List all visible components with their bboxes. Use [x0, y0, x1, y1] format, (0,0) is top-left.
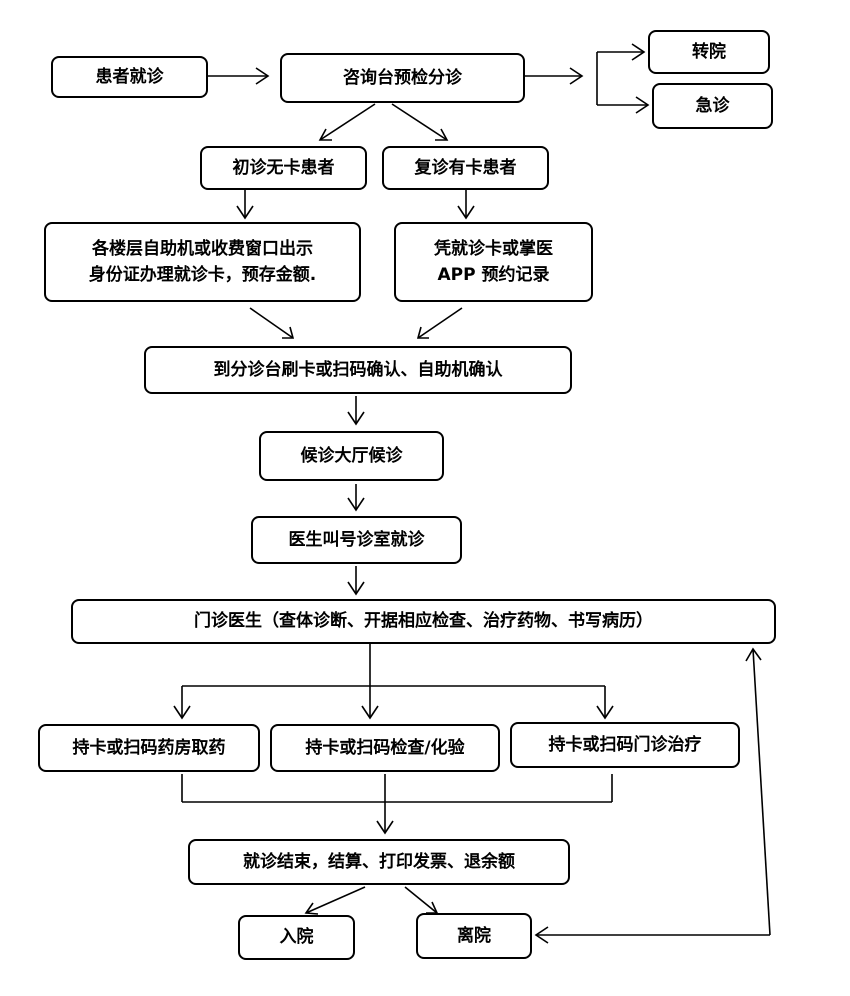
- node-triage-confirm: 到分诊台刷卡或扫码确认、自助机确认: [144, 346, 572, 394]
- node-transfer: 转院: [648, 30, 770, 74]
- node-admission: 入院: [238, 915, 355, 960]
- node-doctor-call: 医生叫号诊室就诊: [251, 516, 462, 564]
- arrow-to-admission: [305, 886, 366, 914]
- node-discharge: 离院: [416, 913, 532, 959]
- node-return-visit: 复诊有卡患者: [382, 146, 549, 190]
- node-first-visit: 初诊无卡患者: [200, 146, 367, 190]
- self-service-line-2: 身份证办理就诊卡，预存金额.: [88, 265, 317, 285]
- node-card-or-app: 凭就诊卡或掌医 APP 预约记录: [394, 222, 593, 302]
- node-outpatient-doctor: 门诊医生（查体诊断、开据相应检查、治疗药物、书写病历）: [71, 599, 776, 644]
- arrow-selfservice-to-triage: [249, 307, 294, 339]
- node-pharmacy: 持卡或扫码药房取药: [38, 724, 260, 772]
- arrow-card-to-triage: [417, 307, 463, 339]
- node-emergency: 急诊: [652, 83, 773, 129]
- node-consult-desk: 咨询台预检分诊: [280, 53, 525, 103]
- card-app-line-2: APP 预约记录: [437, 265, 550, 285]
- loop-return-vertical: [752, 648, 771, 936]
- arrow-consult-to-first: [319, 103, 376, 141]
- arrow-consult-to-return: [391, 103, 448, 141]
- self-service-line-1: 各楼层自助机或收费窗口出示: [92, 238, 313, 259]
- node-exam-lab: 持卡或扫码检查/化验: [270, 724, 500, 772]
- node-waiting-hall: 候诊大厅候诊: [259, 431, 444, 481]
- node-treatment: 持卡或扫码门诊治疗: [510, 722, 740, 768]
- node-self-service-card: 各楼层自助机或收费窗口出示 身份证办理就诊卡，预存金额.: [44, 222, 361, 302]
- arrow-to-discharge: [404, 886, 438, 914]
- card-app-line-1: 凭就诊卡或掌医: [434, 238, 553, 259]
- node-settlement: 就诊结束，结算、打印发票、退余额: [188, 839, 570, 885]
- node-patient-visit: 患者就诊: [51, 56, 208, 98]
